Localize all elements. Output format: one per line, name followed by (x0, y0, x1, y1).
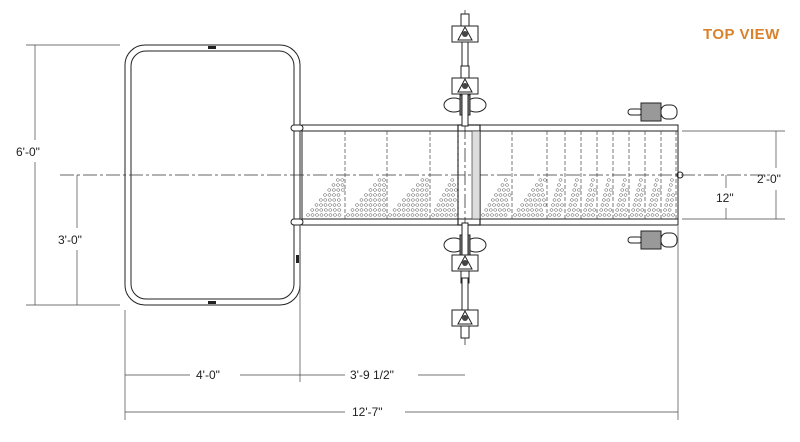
dim-half-width: 3'-0" (58, 233, 82, 247)
dim-overall-width: 6'-0" (16, 145, 40, 159)
dim-conveyor-width: 2'-0" (757, 172, 781, 186)
view-title: TOP VIEW (703, 26, 780, 43)
conveyor-bed (290, 124, 684, 226)
actuator-icon (451, 277, 479, 339)
dim-to-centerline: 3'-9 1/2" (350, 368, 394, 382)
dimension-lines (26, 44, 785, 420)
side-motor-icon (627, 102, 678, 122)
dim-conveyor-half: 12" (716, 191, 734, 205)
side-motor-icon (627, 230, 678, 250)
actuator-icon (451, 13, 479, 75)
drive-motors (443, 13, 678, 339)
dim-overall-length: 12'-7" (352, 405, 383, 419)
actuator-icon (451, 222, 479, 284)
actuator-icon (451, 65, 479, 127)
dim-frame-length: 4'-0" (196, 368, 220, 382)
